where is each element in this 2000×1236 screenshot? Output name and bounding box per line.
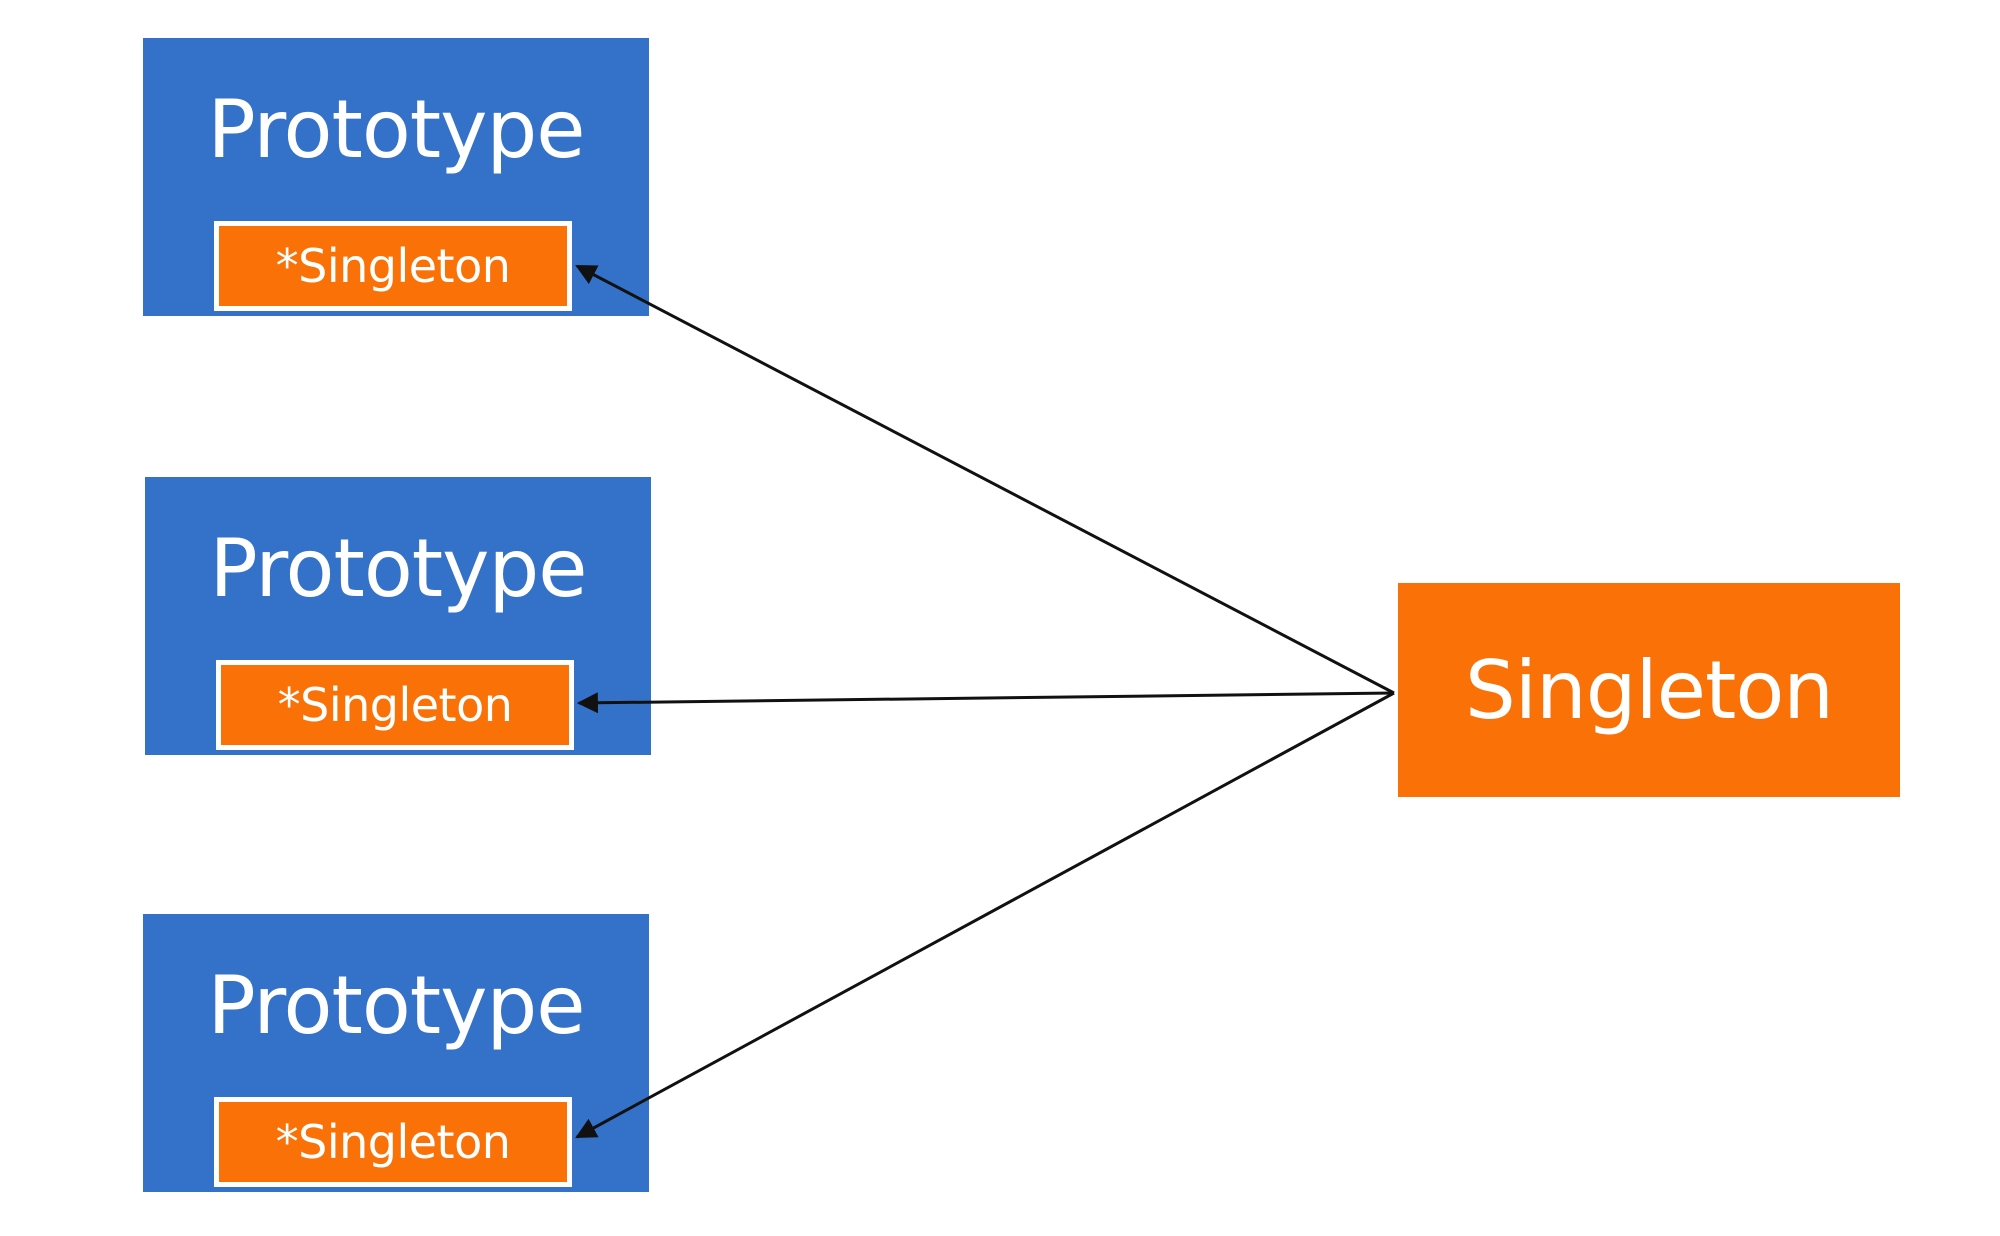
prototype-title: Prototype	[207, 959, 586, 1052]
prototype-box-2: Prototype *Singleton	[145, 477, 651, 755]
prototype-box-1: Prototype *Singleton	[143, 38, 649, 316]
arrow-to-prototype-3	[575, 691, 1395, 1139]
prototype-box-3: Prototype *Singleton	[143, 914, 649, 1192]
prototype-title: Prototype	[209, 522, 588, 615]
singleton-reference-box: *Singleton	[214, 1097, 572, 1187]
singleton-box: Singleton	[1398, 583, 1900, 797]
prototype-title: Prototype	[207, 83, 586, 176]
arrow-to-prototype-1	[575, 264, 1395, 695]
singleton-reference-box: *Singleton	[216, 660, 574, 750]
arrow-to-prototype-2	[576, 691, 1395, 714]
singleton-reference-box: *Singleton	[214, 221, 572, 311]
